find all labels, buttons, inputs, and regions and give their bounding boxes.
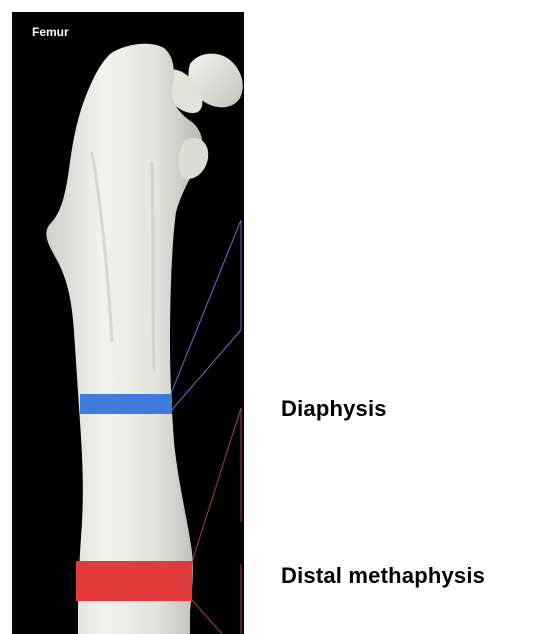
metaphysis-callout-lines: [192, 408, 241, 634]
distal-metaphysis-label: Distal methaphysis: [281, 563, 485, 589]
femur-scan-panel: Femur: [12, 12, 244, 634]
lesser-trochanter: [178, 138, 208, 179]
diaphysis-callout-lines: [170, 220, 241, 412]
distal-metaphysis-band: [76, 561, 192, 601]
femur-shaft: [46, 44, 203, 634]
panel-title: Femur: [32, 25, 69, 39]
diaphysis-label: Diaphysis: [281, 396, 387, 422]
femur-illustration: [12, 12, 244, 634]
diaphysis-band: [80, 394, 172, 414]
